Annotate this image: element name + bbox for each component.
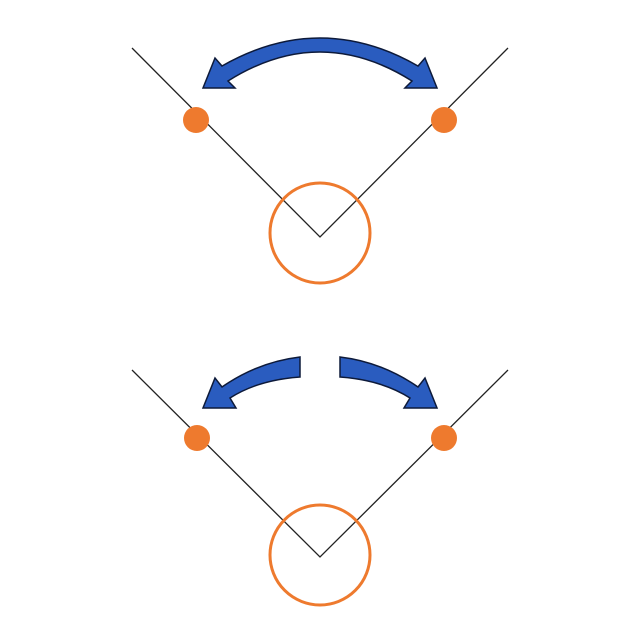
right-dot (431, 425, 457, 451)
vertex-circle (268, 181, 372, 285)
double-arrow-icon (201, 37, 439, 89)
angle-lines (131, 369, 509, 558)
bottom-panel (131, 356, 509, 607)
angle-lines (131, 47, 509, 238)
left-arrow-icon (201, 356, 301, 409)
right-arrow-icon (339, 356, 439, 409)
top-panel (131, 37, 509, 285)
right-dot (431, 107, 457, 133)
vertex-circle (268, 503, 372, 607)
left-dot (184, 425, 210, 451)
left-dot (183, 107, 209, 133)
